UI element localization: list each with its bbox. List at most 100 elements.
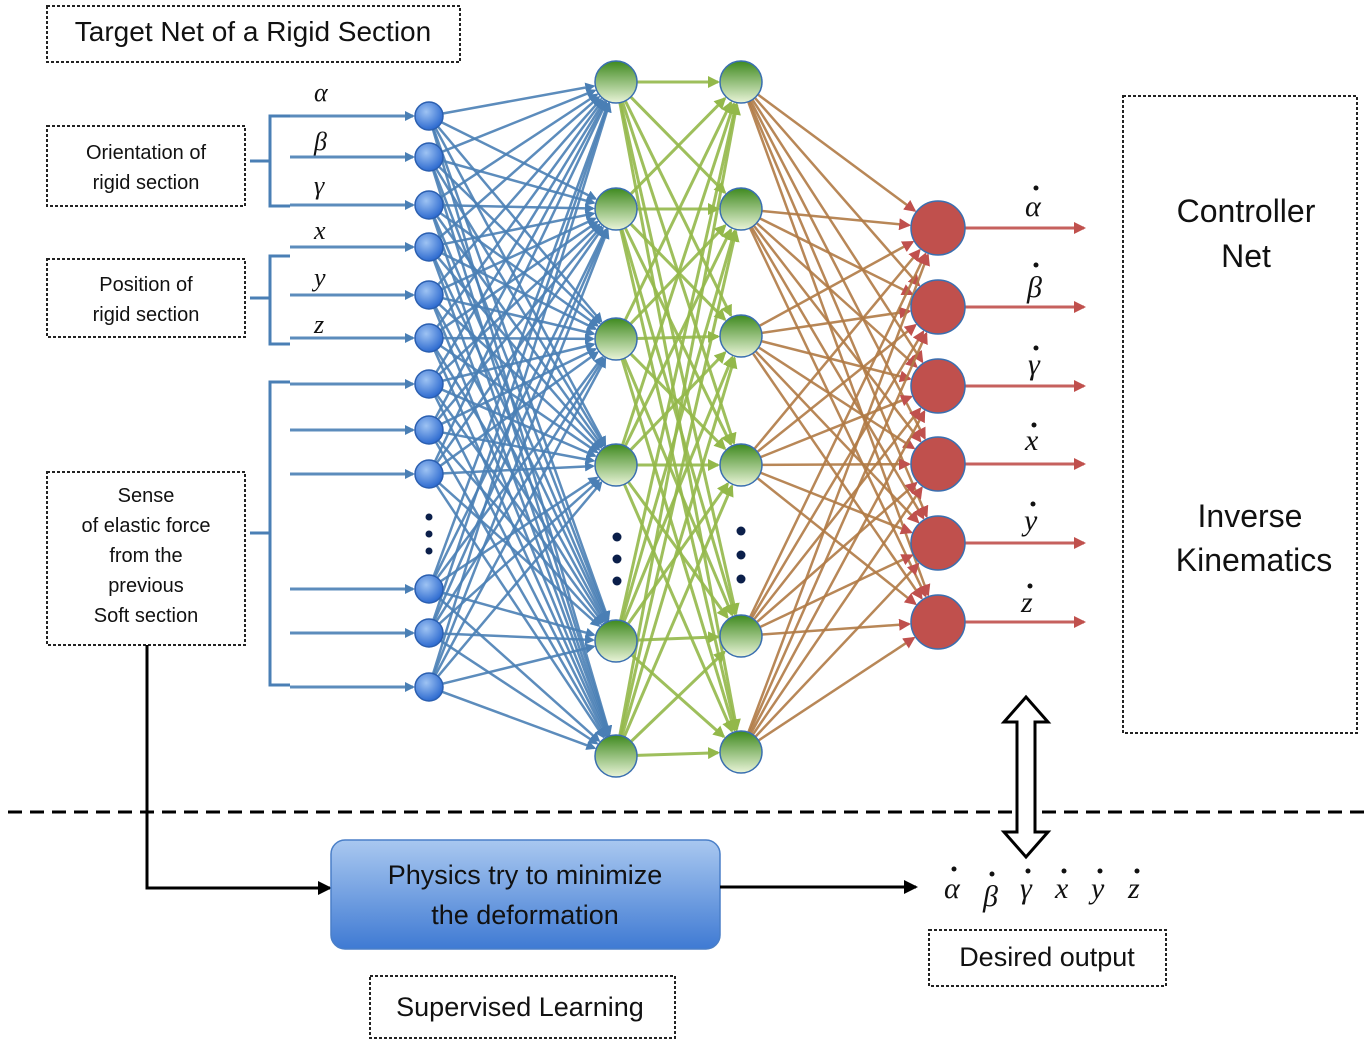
hidden1-node: [594, 60, 638, 104]
input-node: [414, 369, 444, 399]
hidden2-to-output-link: [761, 209, 912, 231]
hidden2-to-output-link: [750, 226, 925, 520]
output-node: [910, 515, 966, 571]
input-to-hidden1-link: [433, 259, 608, 623]
input-to-hidden1-link: [432, 101, 611, 621]
hidden2-node: [719, 443, 763, 487]
input-to-hidden1-link: [439, 220, 599, 332]
dot-accent: [1025, 868, 1031, 874]
input-to-hidden1-link: [441, 388, 597, 458]
input-to-hidden1-link: [437, 481, 603, 678]
hidden1-node: [594, 317, 638, 361]
controller-label-line1: Controller: [1177, 193, 1316, 229]
input-to-hidden1-link: [441, 88, 597, 153]
dot-accent: [1033, 262, 1039, 268]
physics-box: Physics try to minimize the deformation: [330, 839, 721, 950]
input-to-hidden1-link: [436, 394, 604, 625]
output-symbol-y: y: [1021, 504, 1038, 537]
input-to-hidden1-link: [442, 643, 596, 685]
hidden1-node: [594, 619, 638, 663]
input-to-hidden1-link: [433, 228, 609, 621]
output-symbol-alpha: α: [1025, 190, 1042, 223]
hidden1-ellipsis-dot: [612, 532, 622, 542]
input-node: [414, 323, 444, 353]
desired-symbol-gamma: γ: [1020, 872, 1033, 905]
hidden2-to-output-link: [761, 306, 912, 335]
output-symbol-y-dot: y: [1021, 501, 1038, 537]
controller-box: Controller Net Inverse Kinematics: [1122, 95, 1358, 734]
hidden2-to-output-link: [753, 248, 921, 450]
input-to-hidden1-link: [442, 341, 596, 382]
hidden2-to-output-link: [758, 240, 915, 328]
desired-symbol-alpha: α: [944, 872, 961, 905]
input-to-hidden1-link: [432, 217, 611, 737]
hidden2-to-output-link: [747, 253, 930, 733]
input-node: [414, 459, 444, 489]
sense-group-box: Sense of elastic force from the previous…: [46, 471, 246, 646]
input-to-hidden1-link: [434, 357, 607, 676]
sense-label-line3: from the: [109, 545, 182, 567]
input-to-hidden1-link: [431, 102, 612, 674]
input-node: [414, 574, 444, 604]
hidden2-to-output-link: [757, 636, 916, 742]
hidden1-to-hidden2-link: [622, 484, 734, 738]
input-node: [414, 672, 444, 702]
output-symbol-x-dot: x: [1024, 422, 1039, 457]
input-to-hidden1-link: [442, 82, 596, 115]
input-to-hidden1-link: [435, 356, 605, 622]
hidden2-ellipsis-dot: [736, 550, 746, 560]
output-node: [910, 279, 966, 335]
input-symbol-gamma: γ: [314, 171, 325, 200]
hidden2-to-output-link: [757, 93, 917, 212]
desired-output-label: Desired output: [959, 942, 1135, 972]
output-symbol-z-dot: z: [1020, 583, 1033, 619]
input-to-hidden1-link: [440, 639, 599, 745]
hidden2-to-output-link: [760, 394, 913, 459]
input-symbol-x: x: [313, 216, 326, 245]
hidden1-to-hidden2-link: [623, 227, 733, 447]
dot-accent: [989, 871, 995, 877]
input-to-hidden1-link: [436, 355, 604, 579]
hidden2-to-output-link: [755, 222, 918, 368]
input-to-hidden1-link: [440, 93, 599, 199]
output-symbol-x: x: [1024, 424, 1039, 457]
hidden2-to-output-link: [750, 330, 925, 619]
input-symbol-beta: β: [313, 127, 327, 156]
dot-accent: [1061, 868, 1067, 874]
dot-accent: [1097, 868, 1103, 874]
desired-symbol-z: z: [1127, 872, 1140, 905]
input-node: [414, 232, 444, 262]
input-to-hidden1-link: [433, 217, 609, 622]
sense-label-line2: of elastic force: [82, 515, 211, 537]
sense-label-line1: Sense: [118, 485, 175, 507]
hidden1-to-hidden2-link: [620, 356, 738, 737]
input-to-hidden1-link: [439, 212, 599, 327]
input-to-hidden1-link: [438, 479, 601, 625]
dot-accent: [1134, 868, 1140, 874]
input-to-hidden1-link: [434, 306, 607, 623]
input-symbols: α β γ x y z: [311, 78, 329, 339]
physics-label-line1: Physics try to minimize: [388, 860, 663, 890]
hidden2-to-output-link: [749, 252, 927, 618]
brace-sense: [250, 380, 290, 687]
output-symbol-alpha-dot: α: [1025, 185, 1042, 223]
output-symbol-gamma-dot: γ: [1028, 345, 1041, 381]
dot-accent: [951, 866, 957, 872]
input-node: [414, 618, 444, 648]
position-group-box: Position of rigid section: [46, 258, 246, 338]
desired-symbol-beta: β: [982, 880, 998, 913]
input-ellipsis-dot: [425, 513, 433, 521]
hidden2-ellipsis-dot: [736, 574, 746, 584]
dot-accent: [1030, 501, 1036, 507]
input-to-hidden1-link: [433, 100, 608, 462]
input-node: [414, 280, 444, 310]
hidden2-to-output-link: [761, 339, 912, 383]
hidden2-to-output-link: [757, 346, 916, 450]
hidden1-to-hidden2-link: [621, 101, 737, 446]
input-to-hidden1-link: [432, 228, 610, 675]
feedback-line: [145, 645, 332, 895]
input-symbol-y: y: [311, 263, 326, 292]
output-node: [910, 594, 966, 650]
hidden1-to-hidden2-link: [619, 102, 740, 621]
